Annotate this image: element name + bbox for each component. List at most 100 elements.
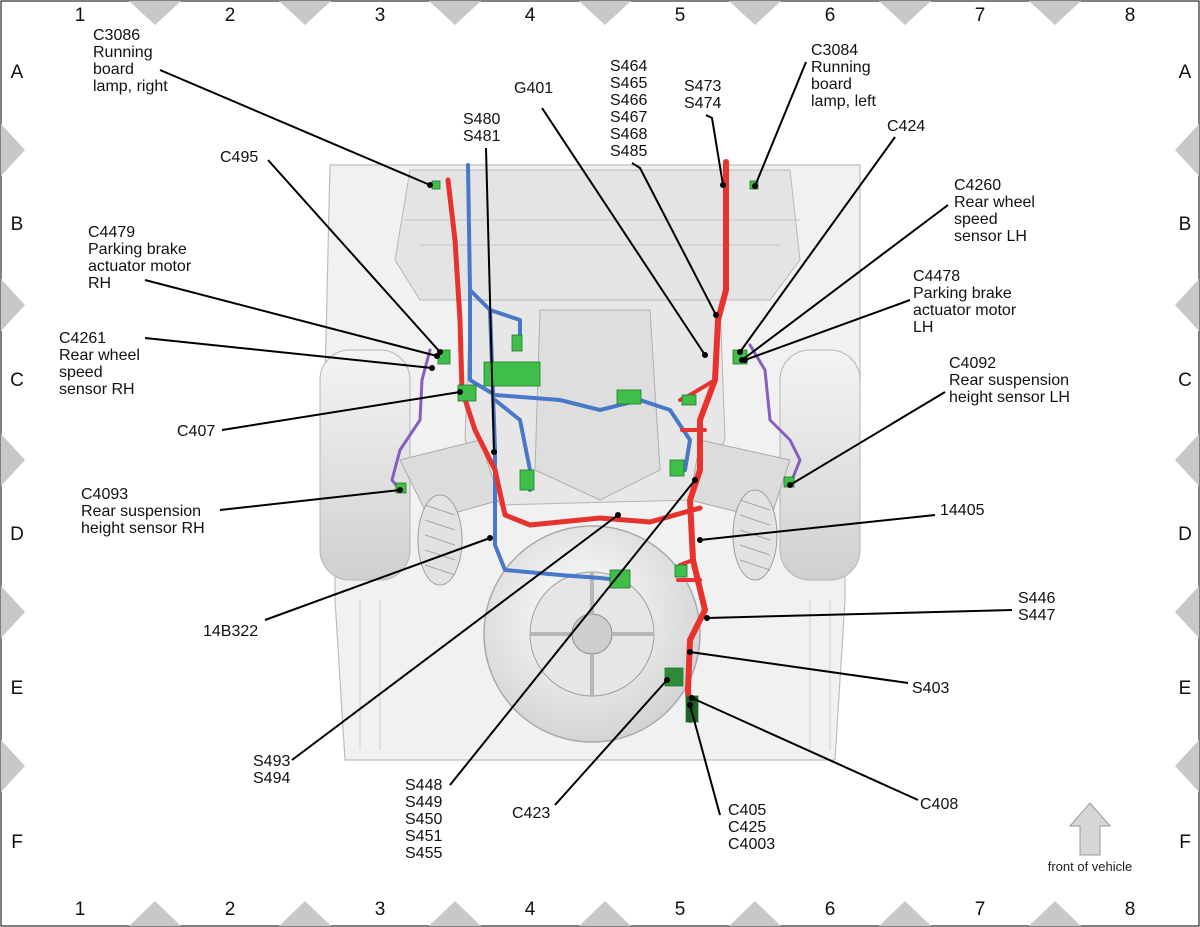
rear-tire-left [779,349,861,581]
leader-dot [689,695,695,701]
leader-c405 [689,704,721,816]
grid-row-label: D [10,524,24,545]
grid-row-label: B [11,214,24,235]
grid-col-label: 2 [225,899,236,920]
leader-dot [739,357,745,363]
callout-line: S467 [610,109,647,126]
callout-line: C407 [177,423,215,440]
leader-14b322 [264,537,491,621]
border-marker [129,1,181,25]
callout-line: RH [88,275,111,292]
border-marker [579,901,631,926]
vehicle-underbody-illustration [319,164,861,761]
border-marker [1175,279,1199,331]
leader-s473 [705,114,724,186]
callout-line: S446 [1018,590,1055,607]
harness-red-cross [445,177,703,528]
border-marker [1175,124,1199,176]
connector-inline [616,389,642,405]
callout-line: S465 [610,75,647,92]
callout-line: C4093 [81,486,128,503]
border-marker [279,1,331,25]
callout-line: LH [913,319,933,336]
grid-col-label: 2 [225,5,236,26]
leader-dot [429,365,435,371]
leader-c4260 [741,204,949,361]
leader-dot [702,352,708,358]
grid-col-label: 4 [525,5,536,26]
callout-line: G401 [514,80,553,97]
callout-line: lamp, left [811,93,876,110]
grid-row-label: E [1179,678,1192,699]
grid-row-label: A [1179,62,1192,83]
connector-inline [681,394,697,406]
leader-dot [713,312,719,318]
leader-c424 [739,136,896,353]
callout-line: S448 [405,777,442,794]
leader-dot [737,349,743,355]
callout-line: lamp, right [93,78,168,95]
callout-line: S450 [405,811,442,828]
spring-coils-right [424,504,456,576]
border-marker [1,124,25,176]
grid-col-label: 5 [675,899,686,920]
callout-c495: C495 [220,149,258,166]
callout-line: C4003 [728,836,775,853]
leader-dot [687,649,693,655]
spare-wheel-hub [571,613,613,655]
callout-line: Parking brake [88,241,187,258]
grid-row-label: F [1179,832,1191,853]
leader-dot [697,537,703,543]
grid-row-label: D [1178,524,1192,545]
border-marker [1175,586,1199,638]
border-marker [1175,434,1199,486]
leader-c407 [221,391,461,431]
grid-row-label: C [1178,370,1192,391]
leader-dot [457,389,463,395]
callout-line: S468 [610,126,647,143]
callout-line: board [811,76,852,93]
up-arrow-icon [1068,802,1112,856]
border-marker [279,901,331,926]
callout-line: S481 [463,128,500,145]
callout-line: sensor LH [954,228,1027,245]
grid-row-label: B [1179,214,1192,235]
tank-center-section [534,309,661,501]
grid-col-label: 5 [675,5,686,26]
grid-row-label: C [10,370,24,391]
callout-line: S466 [610,92,647,109]
callout-line: C425 [728,819,766,836]
callout-line: C3086 [93,27,140,44]
harness-purple-lh [748,343,802,482]
border-marker [1029,1,1081,25]
callout-line: Running [93,44,153,61]
connector-inline [511,334,523,352]
callout-line: C3084 [811,42,858,59]
leader-c423 [554,679,668,806]
leader-s446 [706,609,1013,619]
callout-c423: C423 [512,805,550,822]
leader-c4479 [144,279,438,357]
harness-red-branch [676,558,702,582]
leader-c4092 [789,391,946,486]
grid-col-label: 1 [75,899,86,920]
grid-column-labels-top: 1 2 3 4 5 6 7 8 [75,5,1136,26]
leader-c3084 [754,61,807,187]
callout-line: S451 [405,828,442,845]
callout-line: S403 [912,680,949,697]
callout-line: speed [59,364,103,381]
connector-c423 [664,667,684,687]
front-of-vehicle-indicator: front of vehicle [1048,802,1132,874]
